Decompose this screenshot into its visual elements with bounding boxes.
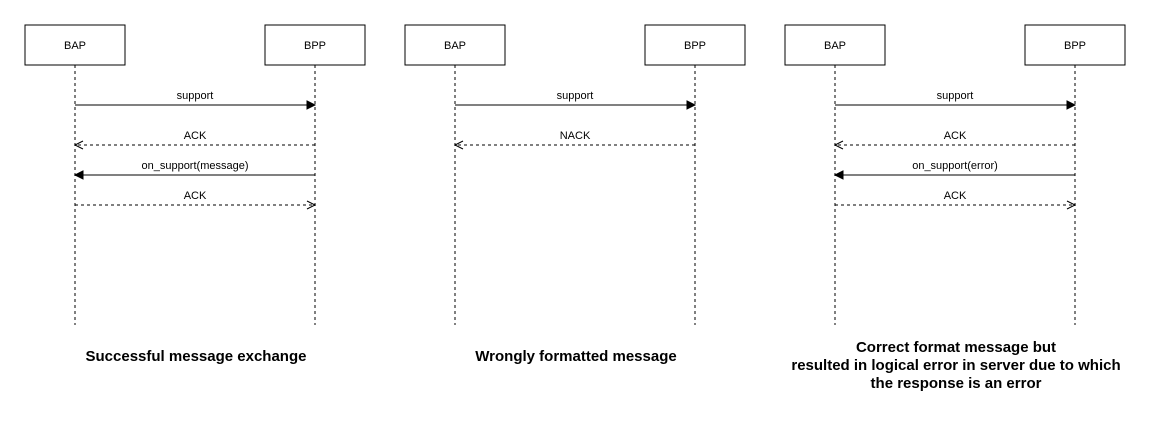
caption-logical-error: Correct format message but resulted in l… (736, 339, 1151, 393)
caption-line: resulted in logical error in server due … (791, 357, 1121, 374)
participant-label: BAP (824, 40, 846, 52)
participant-box (644, 24, 746, 66)
message-label: ACK (944, 130, 967, 142)
filled-arrowhead (73, 170, 84, 180)
message-label: on_support(error) (912, 160, 998, 172)
caption-wrongly-formatted: Wrongly formatted message (426, 348, 726, 366)
filled-arrowhead (1066, 100, 1077, 110)
message-label: ACK (184, 190, 207, 202)
participant-label: BAP (444, 40, 466, 52)
participant-box (404, 24, 506, 66)
message-label: ACK (944, 190, 967, 202)
open-arrowhead (1066, 200, 1077, 210)
participant-box (784, 24, 886, 66)
message-label: ACK (184, 130, 207, 142)
open-arrowhead (73, 140, 84, 150)
open-arrowhead (833, 140, 844, 150)
participant-label: BAP (64, 40, 86, 52)
participant-box (1024, 24, 1126, 66)
message-label: NACK (560, 130, 591, 142)
filled-arrowhead (833, 170, 844, 180)
open-arrowhead (306, 200, 317, 210)
message-label: support (557, 90, 594, 102)
filled-arrowhead (686, 100, 697, 110)
participant-box (264, 24, 366, 66)
caption-line: Successful message exchange (85, 348, 307, 365)
caption-line: the response is an error (870, 375, 1042, 392)
caption-line: Wrongly formatted message (475, 348, 677, 365)
participant-label: BPP (684, 40, 706, 52)
open-arrowhead (453, 140, 464, 150)
participant-label: BPP (1064, 40, 1086, 52)
participant-box (24, 24, 126, 66)
caption-line: Correct format message but (855, 339, 1057, 356)
filled-arrowhead (306, 100, 317, 110)
message-label: on_support(message) (141, 160, 248, 172)
message-label: support (937, 90, 974, 102)
caption-successful-exchange: Successful message exchange (46, 348, 346, 366)
message-label: support (177, 90, 214, 102)
participant-label: BPP (304, 40, 326, 52)
